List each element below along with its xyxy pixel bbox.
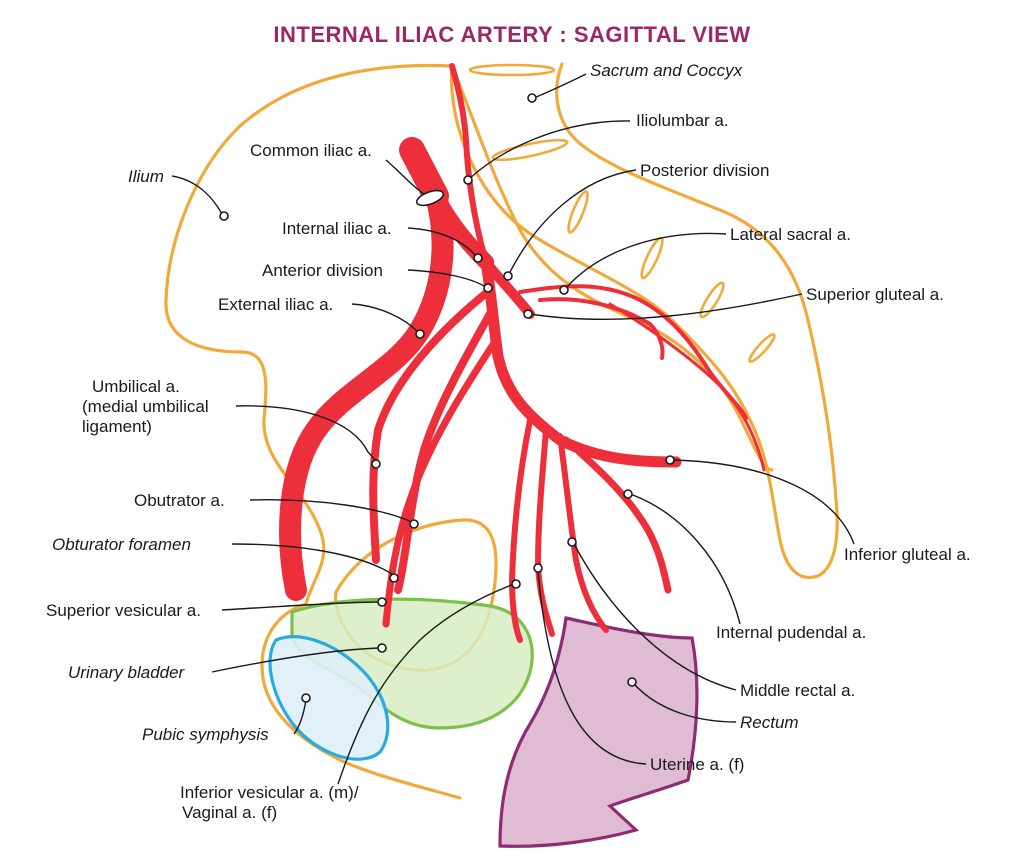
leader-inferior-gluteal-a	[671, 459, 855, 545]
label-superior-vesicular: Superior vesicular a.	[46, 601, 201, 620]
pin-internal-iliac	[473, 253, 483, 263]
sacral-foramen-3	[567, 190, 589, 234]
leader-iliolumbar	[467, 120, 631, 181]
label-middle-rectal: Middle rectal a.	[740, 681, 855, 700]
leader-internal-iliac	[407, 227, 477, 257]
pin-obturator-foramen	[389, 573, 399, 583]
leader-obturator-artery	[249, 499, 413, 523]
diagram-title: INTERNAL ILIAC ARTERY : SAGITTAL VIEW	[273, 22, 750, 47]
label-lateral-sacral: Lateral sacral a.	[730, 225, 851, 244]
pin-inferior-vesicular	[511, 579, 521, 589]
leader-superior-gluteal	[529, 293, 803, 320]
label-sacrum: Sacrum and Coccyx	[590, 61, 743, 80]
superior-gluteal-branch	[608, 302, 766, 472]
label-obturator-artery: Obutrator a.	[134, 491, 225, 510]
pin-umbilical	[371, 459, 381, 469]
label-inferior-vesicular-2: Vaginal a. (f)	[182, 803, 277, 822]
leader-anterior-division	[407, 269, 485, 287]
superior-gluteal-artery	[538, 297, 665, 360]
pin-lateral-sacral	[559, 285, 569, 295]
label-posterior-division: Posterior division	[640, 161, 769, 180]
rectum-shape	[498, 616, 699, 848]
leader-external-iliac	[351, 303, 419, 333]
lateral-sacral-artery	[518, 284, 748, 420]
iliolumbar-artery	[449, 63, 489, 265]
ilium-inner-edge	[449, 62, 839, 579]
umbilical-artery	[369, 286, 494, 564]
label-umbilical-2: (medial umbilical	[82, 397, 209, 416]
middle-rectal-artery	[535, 427, 555, 637]
arterial-tree	[279, 63, 766, 643]
pin-internal-pudendal	[623, 489, 633, 499]
labels: Sacrum and Coccyx Iliolumbar a. Posterio…	[46, 61, 971, 822]
pin-superior-gluteal	[523, 309, 533, 319]
leader-internal-pudendal	[629, 493, 741, 625]
label-internal-pudendal: Internal pudendal a.	[716, 623, 866, 642]
pin-obturator-artery	[409, 519, 419, 529]
label-umbilical-1: Umbilical a.	[92, 377, 180, 396]
sacrum-outline	[450, 64, 774, 472]
label-rectum: Rectum	[740, 713, 799, 732]
pin-common-iliac	[415, 189, 445, 207]
label-urinary-bladder: Urinary bladder	[68, 663, 186, 682]
label-internal-iliac: Internal iliac a.	[282, 219, 392, 238]
pin-posterior-division	[503, 271, 513, 281]
label-pubic-symphysis: Pubic symphysis	[142, 725, 269, 744]
leader-rectum	[633, 683, 737, 723]
leader-common-iliac	[385, 159, 425, 195]
leader-pubic-symphysis	[293, 699, 307, 735]
pelvic-bones	[164, 62, 839, 800]
pin-sacrum	[527, 93, 537, 103]
uterine-artery	[509, 417, 533, 643]
pubic-symphysis-shape	[268, 635, 390, 761]
pin-external-iliac	[415, 329, 425, 339]
pin-inferior-gluteal-a	[665, 455, 675, 465]
leader-obturator-foramen	[231, 543, 393, 575]
label-external-iliac: External iliac a.	[218, 295, 333, 314]
label-ilium: Ilium	[128, 167, 164, 186]
pin-rectum	[627, 677, 637, 687]
pubic-bone-outline	[260, 602, 462, 800]
leader-middle-rectal	[573, 543, 737, 691]
pin-iliolumbar	[463, 175, 473, 185]
pin-middle-rectal	[567, 537, 577, 547]
label-umbilical-3: ligament)	[82, 417, 152, 436]
leader-urinary-bladder	[211, 647, 379, 673]
leader-uterine	[537, 569, 647, 765]
leader-ilium	[171, 175, 223, 215]
internal-pudendal-artery	[557, 433, 609, 633]
sacral-foramen-6	[748, 333, 776, 363]
anterior-division	[480, 256, 682, 468]
pin-urinary-bladder	[377, 643, 387, 653]
sacral-foramen-2	[491, 138, 569, 162]
label-iliolumbar: Iliolumbar a.	[636, 111, 729, 130]
sacral-foramen-1	[468, 63, 556, 77]
leader-lateral-sacral	[565, 232, 727, 289]
label-uterine: Uterine a. (f)	[650, 755, 744, 774]
label-superior-gluteal: Superior gluteal a.	[806, 285, 944, 304]
leader-posterior-division	[509, 169, 637, 273]
label-inferior-vesicular-1: Inferior vesicular a. (m)/	[180, 783, 359, 802]
label-inferior-gluteal: Inferior gluteal a.	[844, 545, 971, 564]
pin-uterine	[533, 563, 543, 573]
sacral-foramen-5	[699, 281, 725, 319]
external-iliac-artery	[279, 185, 454, 601]
pin-superior-vesicular	[377, 597, 387, 607]
leader-sacrum	[533, 73, 587, 99]
ilium-outline	[164, 63, 454, 606]
pin-anterior-division	[483, 283, 493, 293]
pin-ilium	[219, 211, 229, 221]
leader-superior-vesicular	[221, 601, 379, 611]
label-obturator-foramen: Obturator foramen	[52, 535, 191, 554]
leader-inferior-vesicular	[337, 583, 515, 785]
label-anterior-division: Anterior division	[262, 261, 383, 280]
label-common-iliac: Common iliac a.	[250, 141, 372, 160]
pin-pubic-symphysis	[301, 693, 311, 703]
obturator-artery	[394, 306, 496, 594]
inferior-gluteal-artery	[562, 436, 672, 594]
